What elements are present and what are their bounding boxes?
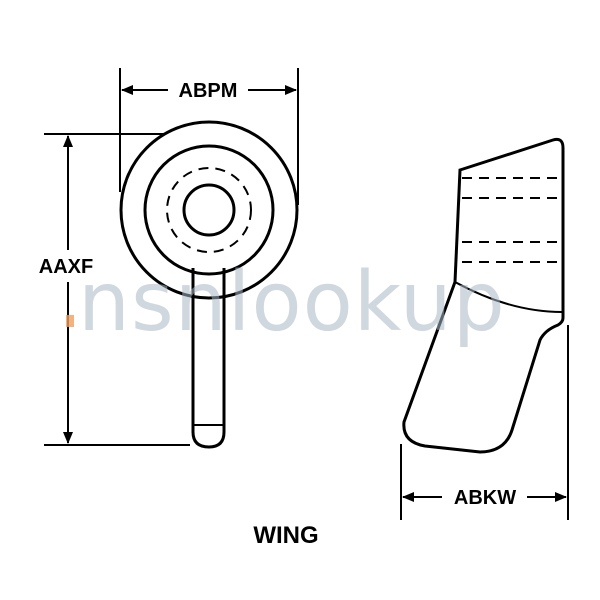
watermark-accent-dot (66, 315, 74, 327)
side-body-outline (402, 137, 565, 454)
front-view: ABPM AAXF (39, 68, 299, 449)
aaxf-dimension-label: AAXF (39, 256, 93, 278)
hidden-thread-circle (166, 167, 252, 253)
bore-circle (182, 183, 236, 237)
middle-circle (143, 144, 275, 276)
collar-bottom-edge (454, 281, 563, 313)
abkw-dimension-label: ABKW (454, 487, 516, 509)
watermark-text: nsnlookup (78, 255, 506, 350)
abpm-dimension-label: ABPM (179, 80, 238, 102)
outer-flange-circle (119, 120, 299, 300)
wing-stem-outline (191, 268, 226, 449)
part-caption: WING (253, 522, 318, 549)
side-view: ABKW (400, 137, 569, 520)
